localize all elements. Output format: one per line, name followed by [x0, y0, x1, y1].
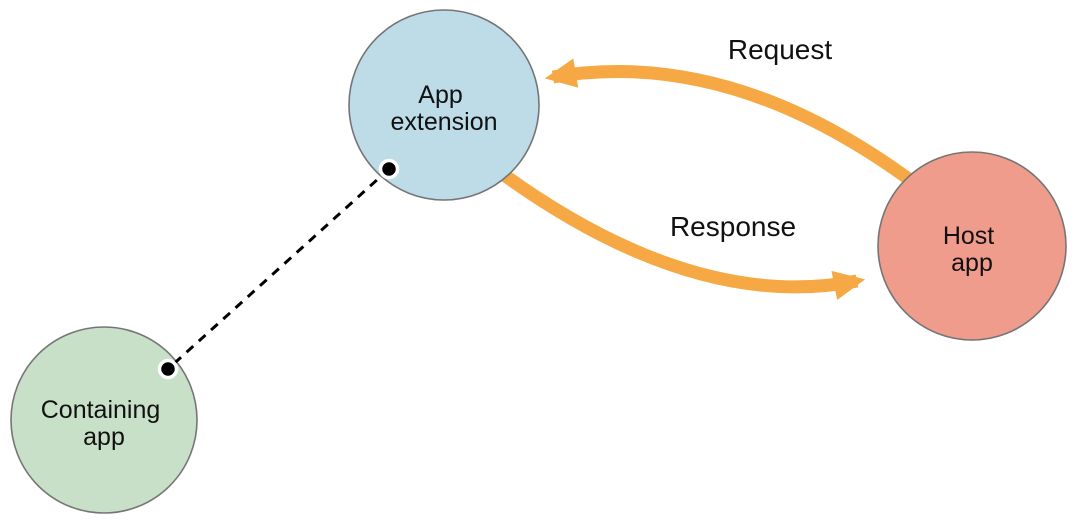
app-extension-node — [348, 9, 540, 201]
request-label: Request — [728, 34, 833, 65]
link-endpoint-dot-containing — [157, 358, 179, 380]
app-extension-label: App extension — [390, 81, 497, 136]
containing-app-link — [166, 167, 391, 371]
host-app-label: Host app — [943, 222, 1001, 277]
request-arrow — [544, 58, 914, 186]
containing-app-node — [10, 326, 198, 514]
response-label: Response — [670, 211, 796, 242]
containing-app-label: Containing app — [41, 396, 167, 451]
response-arrow — [496, 166, 866, 301]
host-app-node — [877, 151, 1067, 341]
link-endpoint-dot-extension — [378, 158, 400, 180]
